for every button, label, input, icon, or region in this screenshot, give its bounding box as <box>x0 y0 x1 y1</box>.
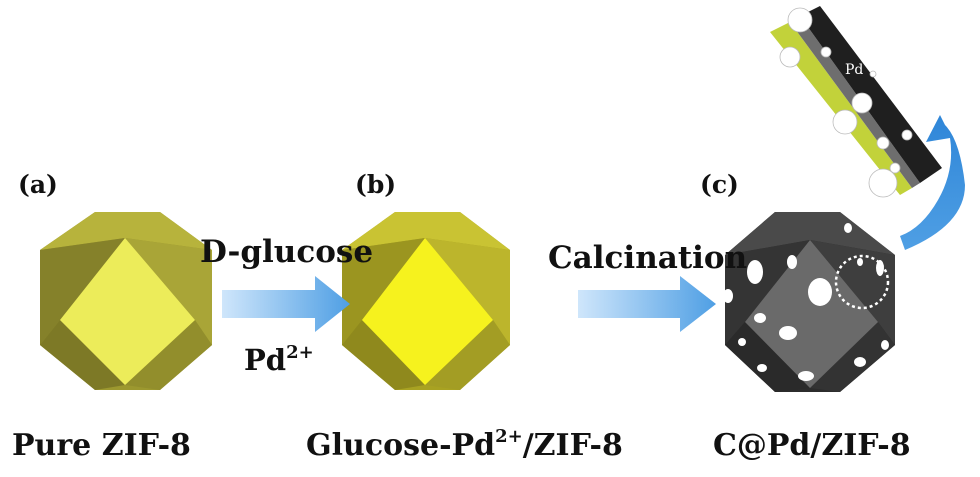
step1-reagent-label: D-glucose <box>200 234 373 270</box>
step2-process-label: Calcination <box>548 240 747 276</box>
process-arrow-2 <box>578 276 716 332</box>
step1-ion-label: Pd2+ <box>244 342 314 377</box>
carbon-sheet-inset: Pd <box>770 6 942 198</box>
zif8-crystal <box>40 212 212 390</box>
inset-pd-particles <box>779 7 913 198</box>
inset-pd-label: Pd <box>845 62 863 78</box>
curved-zoom-arrow <box>900 115 965 250</box>
zoom-region-circle <box>834 254 890 310</box>
panel-tag-a: (a) <box>18 170 58 199</box>
caption-c-pd-zif8: C@Pd/ZIF-8 <box>713 428 911 463</box>
pd-nanoparticles <box>723 223 917 381</box>
caption-pure-zif8: Pure ZIF-8 <box>12 428 191 463</box>
glucose-pd-zif8-crystal <box>342 212 510 390</box>
panel-tag-c: (c) <box>700 170 739 199</box>
caption-glucose-pd-zif8: Glucose-Pd2+/ZIF-8 <box>306 426 623 463</box>
carbon-pd-zif8-crystal <box>723 212 917 392</box>
panel-tag-b: (b) <box>355 170 396 199</box>
process-arrow-1 <box>222 276 350 332</box>
